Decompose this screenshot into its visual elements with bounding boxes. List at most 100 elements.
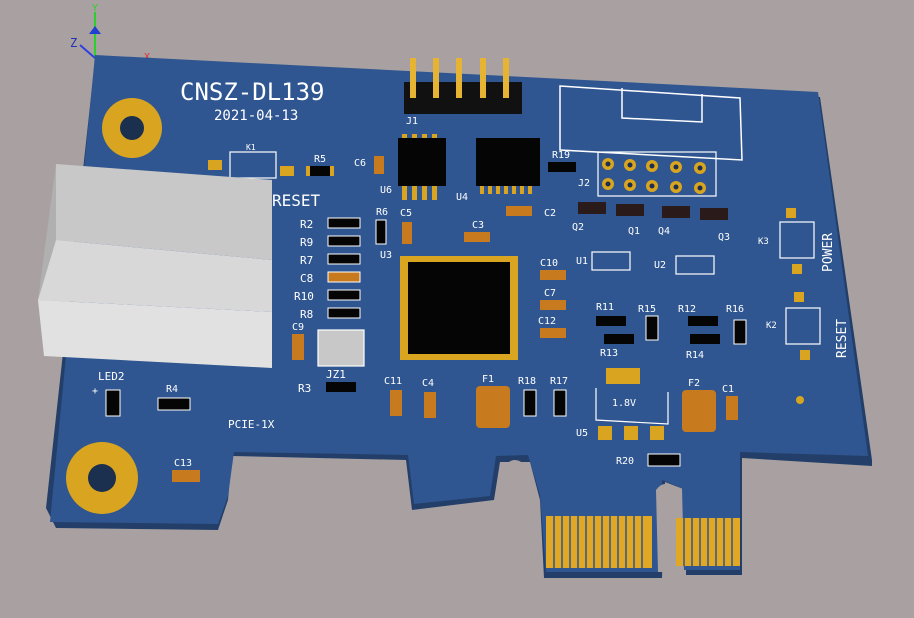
refdes-r15: R15 bbox=[638, 304, 656, 315]
refdes-c2: C2 bbox=[544, 208, 556, 219]
axis-y-label: Y bbox=[92, 3, 98, 14]
refdes-c9: C9 bbox=[292, 322, 304, 333]
u1-ic[interactable]: U1 bbox=[576, 251, 631, 271]
refdes-r19: R19 bbox=[552, 150, 570, 161]
refdes-q3: Q3 bbox=[718, 232, 730, 243]
r18-resistor[interactable]: R18 bbox=[518, 376, 537, 417]
test-pad bbox=[796, 396, 804, 404]
refdes-c11: C11 bbox=[384, 376, 402, 387]
refdes-r16: R16 bbox=[726, 304, 744, 315]
u4-ic[interactable]: U4 bbox=[456, 138, 540, 203]
refdes-r12: R12 bbox=[678, 304, 696, 315]
c13-capacitor[interactable]: C13 bbox=[172, 458, 200, 482]
c2-capacitor[interactable]: C2 bbox=[506, 206, 556, 219]
gold-finger-gaps bbox=[553, 516, 733, 568]
transistor-row[interactable]: Q2 Q1 Q4 Q3 bbox=[572, 202, 730, 243]
refdes-u4: U4 bbox=[456, 192, 468, 203]
refdes-q1: Q1 bbox=[628, 226, 640, 237]
refdes-r3: R3 bbox=[298, 382, 311, 395]
regulator-voltage-label: 1.8V bbox=[612, 398, 636, 409]
r19-resistor[interactable]: R19 bbox=[548, 150, 576, 172]
board-date: 2021-04-13 bbox=[214, 108, 298, 124]
refdes-c4: C4 bbox=[422, 378, 434, 389]
refdes-j2: J2 bbox=[578, 178, 590, 189]
r5-resistor[interactable]: R5 bbox=[306, 154, 334, 176]
refdes-q4: Q4 bbox=[658, 226, 670, 237]
c11-capacitor[interactable]: C11 bbox=[384, 376, 402, 416]
u6-ic[interactable]: U6 bbox=[380, 134, 446, 200]
k2-reset-switch[interactable]: K2 RESET bbox=[766, 292, 850, 360]
refdes-r11: R11 bbox=[596, 302, 614, 313]
r11-r16-block[interactable]: R11 R13 R15 R12 R14 R16 bbox=[596, 302, 747, 361]
reset-label-left: RESET bbox=[272, 191, 321, 210]
r6-resistor[interactable]: R6 bbox=[375, 207, 388, 245]
led-polarity: + bbox=[92, 386, 98, 397]
refdes-u6: U6 bbox=[380, 185, 392, 196]
r4-resistor[interactable]: R4 bbox=[157, 384, 191, 411]
refdes-k3: K3 bbox=[758, 237, 769, 247]
pcie-key-slot bbox=[656, 484, 674, 572]
reset-label-right: RESET bbox=[835, 319, 850, 358]
refdes-r8: R8 bbox=[300, 308, 313, 321]
refdes-r5: R5 bbox=[314, 154, 326, 165]
refdes-c1: C1 bbox=[722, 384, 734, 395]
refdes-r14: R14 bbox=[686, 350, 704, 361]
refdes-k1: K1 bbox=[246, 143, 256, 152]
led2[interactable]: LED2 + bbox=[92, 370, 125, 417]
edge-connector-label: PCIE-1X bbox=[228, 418, 275, 431]
r17-resistor[interactable]: R17 bbox=[550, 376, 568, 417]
refdes-r9: R9 bbox=[300, 236, 313, 249]
axis-triad: Y Z X bbox=[70, 3, 150, 63]
c5-capacitor[interactable]: C5 bbox=[400, 208, 412, 244]
refdes-q2: Q2 bbox=[572, 222, 584, 233]
power-label: POWER bbox=[821, 233, 836, 272]
connector-housing[interactable] bbox=[38, 164, 272, 368]
left-resistor-column[interactable]: R2 R9 R7 C8 R10 R8 bbox=[294, 217, 361, 321]
refdes-u1: U1 bbox=[576, 256, 588, 267]
r3-resistor[interactable]: R3 bbox=[298, 382, 356, 395]
refdes-c6: C6 bbox=[354, 158, 366, 169]
f1-fuse[interactable]: F1 bbox=[476, 374, 510, 428]
module-outline bbox=[559, 85, 743, 161]
c1-capacitor[interactable]: C1 bbox=[722, 384, 738, 420]
refdes-k2: K2 bbox=[766, 321, 777, 331]
refdes-r13: R13 bbox=[600, 348, 618, 359]
refdes-c8: C8 bbox=[300, 272, 313, 285]
c3-capacitor[interactable]: C3 bbox=[464, 220, 490, 242]
refdes-u3: U3 bbox=[380, 250, 392, 261]
refdes-r18: R18 bbox=[518, 376, 536, 387]
refdes-c13: C13 bbox=[174, 458, 192, 469]
c9-capacitor[interactable]: C9 bbox=[292, 322, 304, 360]
refdes-r2: R2 bbox=[300, 218, 313, 231]
j1-pin-header[interactable]: J1 bbox=[404, 58, 522, 127]
axis-x-label: X bbox=[144, 52, 150, 63]
refdes-c12: C12 bbox=[538, 316, 556, 327]
c10-capacitor[interactable]: C10 bbox=[540, 258, 566, 280]
board-title: CNSZ-DL139 bbox=[180, 78, 325, 106]
u2-ic[interactable]: U2 bbox=[654, 255, 715, 275]
u5-regulator[interactable]: 1.8V U5 bbox=[576, 368, 669, 440]
k1-switch[interactable]: K1 bbox=[208, 143, 294, 179]
refdes-u2: U2 bbox=[654, 260, 666, 271]
refdes-r10: R10 bbox=[294, 290, 314, 303]
refdes-led2: LED2 bbox=[98, 370, 125, 383]
k3-power-switch[interactable]: K3 POWER bbox=[758, 208, 836, 274]
refdes-c3: C3 bbox=[472, 220, 484, 231]
jz1-crystal[interactable]: JZ1 bbox=[317, 329, 365, 381]
j2-header-pads[interactable]: J2 bbox=[578, 151, 717, 197]
c7-capacitor[interactable]: C7 bbox=[540, 288, 566, 310]
mounting-hole-top bbox=[102, 98, 162, 158]
c6-capacitor[interactable]: C6 bbox=[354, 156, 384, 174]
refdes-c7: C7 bbox=[544, 288, 556, 299]
refdes-jz1: JZ1 bbox=[326, 368, 346, 381]
pcie-key-notch bbox=[498, 460, 532, 520]
f2-fuse[interactable]: F2 bbox=[682, 378, 716, 432]
u3-main-chip[interactable] bbox=[400, 256, 518, 360]
c12-capacitor[interactable]: C12 bbox=[538, 316, 566, 338]
c4-capacitor[interactable]: C4 bbox=[422, 378, 436, 418]
refdes-r4: R4 bbox=[166, 384, 178, 395]
refdes-r6: R6 bbox=[376, 207, 388, 218]
r20-resistor[interactable]: R20 bbox=[616, 453, 681, 467]
